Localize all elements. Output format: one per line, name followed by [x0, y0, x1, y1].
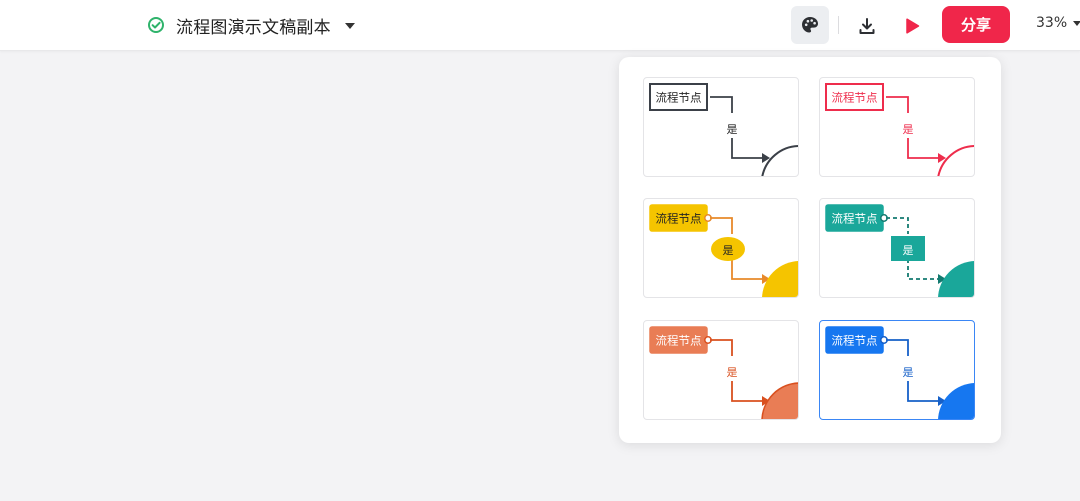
node-label: 流程节点	[656, 212, 702, 226]
arrowhead	[762, 153, 770, 163]
theme-picker-panel: 流程节点是 流程节点是 流程节点是 流程节点是 流程节点是 流程节点是	[619, 57, 1001, 443]
arrowhead	[938, 396, 946, 406]
document-title[interactable]: 流程图演示文稿副本	[176, 17, 331, 38]
theme-button[interactable]	[791, 6, 829, 44]
play-icon	[906, 18, 920, 34]
top-toolbar: 流程图演示文稿副本 分享 33%	[0, 0, 1080, 51]
theme-card-6[interactable]: 流程节点是	[819, 320, 975, 420]
edge-label: 是	[903, 366, 914, 379]
zoom-level: 33%	[1036, 15, 1068, 31]
node-box	[825, 83, 884, 111]
target-shape	[761, 382, 798, 419]
edge-label: 是	[903, 123, 914, 136]
caret-down-icon	[1073, 20, 1080, 26]
theme-card-1[interactable]: 流程节点是	[643, 77, 799, 177]
edge-label: 是	[723, 244, 734, 257]
share-button[interactable]: 分享	[942, 6, 1010, 43]
theme-card-3[interactable]: 流程节点是	[643, 198, 799, 298]
theme-card-4[interactable]: 流程节点是	[819, 198, 975, 298]
node-box	[649, 83, 708, 111]
theme-card-2[interactable]: 流程节点是	[819, 77, 975, 177]
edge-label: 是	[727, 366, 738, 379]
present-button[interactable]	[898, 12, 926, 40]
node-label: 流程节点	[656, 334, 702, 348]
check-circle-icon	[148, 17, 164, 33]
arrowhead	[762, 396, 770, 406]
download-icon	[859, 18, 875, 34]
arrowhead	[938, 153, 946, 163]
edge-label: 是	[727, 123, 738, 136]
target-shape	[762, 261, 798, 297]
toolbar-divider	[838, 16, 839, 34]
edge-line	[886, 339, 938, 402]
palette-icon	[802, 17, 818, 33]
edge-line	[710, 339, 762, 402]
caret-down-icon[interactable]	[344, 23, 355, 29]
download-button[interactable]	[853, 12, 881, 40]
document-title-area[interactable]: 流程图演示文稿副本	[146, 12, 355, 38]
edge-line	[886, 217, 938, 280]
edge-label-bg	[891, 236, 925, 261]
node-label: 流程节点	[832, 212, 878, 226]
node-label: 流程节点	[832, 334, 878, 348]
arrowhead	[762, 274, 770, 284]
edge-line	[710, 217, 762, 280]
zoom-selector[interactable]: 33%	[1036, 15, 1080, 31]
theme-card-5[interactable]: 流程节点是	[643, 320, 799, 420]
arrowhead	[938, 274, 946, 284]
node-label: 流程节点	[656, 91, 702, 105]
node-label: 流程节点	[832, 91, 878, 105]
edge-label-bg	[711, 237, 745, 261]
target-shape	[938, 383, 974, 419]
edge-label: 是	[903, 244, 914, 257]
target-shape	[938, 261, 974, 297]
edge-line	[886, 96, 938, 159]
edge-line	[710, 96, 762, 159]
target-shape	[937, 145, 974, 176]
target-shape	[761, 145, 798, 176]
